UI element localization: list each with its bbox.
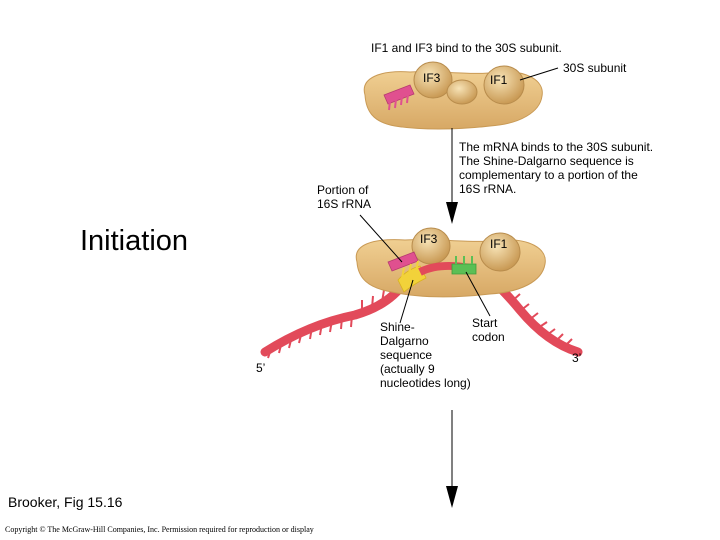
bottom-if1-label: IF1 bbox=[490, 237, 508, 251]
top-if1-factor bbox=[483, 65, 525, 105]
top-if1-label: IF1 bbox=[490, 73, 508, 87]
top-subunit-knob bbox=[446, 79, 478, 105]
portion-16s-pointer bbox=[359, 214, 403, 263]
portion-16s-rrna-label: Portion of 16S rRNA bbox=[317, 183, 372, 211]
step-1-title: IF1 and IF3 bind to the 30S subunit. bbox=[371, 41, 562, 55]
start-codon-label: Start codon bbox=[472, 316, 505, 344]
figure-credit: Brooker, Fig 15.16 bbox=[8, 494, 123, 510]
initiation-stage-label: Initiation bbox=[80, 225, 189, 257]
shine-dalgarno-label: Shine- Dalgarno sequence (actually 9 nuc… bbox=[380, 320, 471, 390]
start-codon-region bbox=[451, 256, 477, 275]
bottom-if3-label: IF3 bbox=[420, 232, 438, 246]
step-arrow-2 bbox=[446, 410, 458, 508]
30s-subunit-pointer bbox=[519, 67, 559, 81]
bottom-if1-factor bbox=[479, 232, 521, 272]
bottom-30s-subunit bbox=[355, 227, 546, 298]
top-30s-subunit bbox=[363, 61, 543, 130]
top-16s-rrna-portion bbox=[383, 84, 415, 111]
shine-dalgarno-region bbox=[397, 260, 427, 293]
top-if3-label: IF3 bbox=[423, 71, 441, 85]
30s-subunit-label: 30S subunit bbox=[563, 61, 627, 75]
five-prime-end-label: 5’ bbox=[256, 361, 266, 375]
copyright-notice: Copyright © The McGraw-Hill Companies, I… bbox=[5, 525, 314, 534]
step-arrow-1 bbox=[446, 128, 458, 224]
mrna-bases-5prime bbox=[267, 283, 395, 359]
start-codon-pointer bbox=[465, 271, 491, 317]
top-if3-factor bbox=[413, 61, 453, 99]
shine-dalgarno-pointer bbox=[399, 279, 414, 324]
mrna-binding-description: The mRNA binds to the 30S subunit. The S… bbox=[459, 140, 654, 196]
three-prime-end-label: 3’ bbox=[572, 351, 582, 365]
